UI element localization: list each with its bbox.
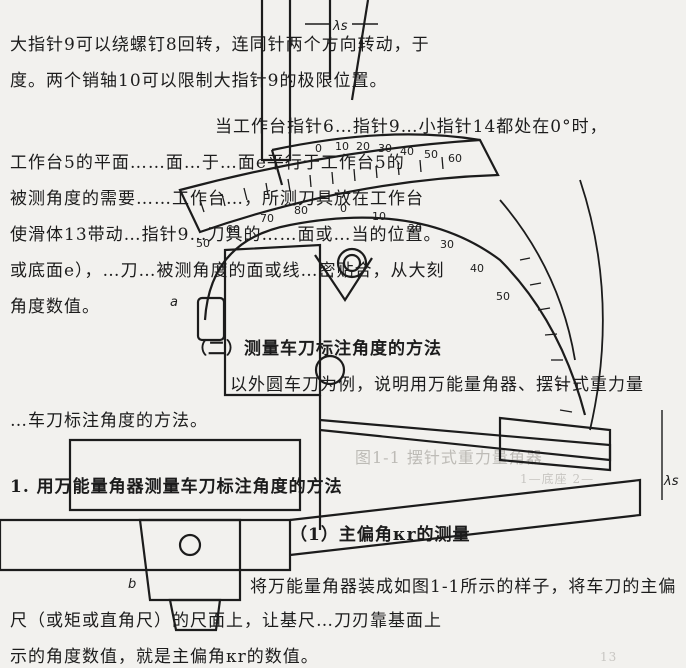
inner-scale-end (270, 149, 284, 186)
slider-block (138, 518, 242, 602)
svg-text:a: a (170, 295, 178, 310)
vertical-ruler (260, 0, 292, 162)
section-heading: （二）测量车刀标注角度的方法 (190, 339, 442, 359)
right-inner-arc (499, 199, 576, 361)
sector-outer-edge (203, 216, 587, 416)
text-line-3: 当工作台指针6…指针9…小指针14都处在0°时， (215, 117, 608, 137)
text-line-2: 度。两个销轴10可以限制大指针9的极限位置。 (10, 71, 388, 91)
cutting-tool (498, 416, 612, 472)
text-line-11: …车刀标注角度的方法。 (10, 411, 208, 431)
bleed-caption: 图1-1 摆针式重力量角器 (355, 448, 543, 467)
text-line-7: 或底面e），…刀…被测角度的面或线…密贴合，从大刻 (10, 261, 445, 281)
bleed-page-number: 13 (600, 650, 618, 664)
text-line-16: 示的角度数值，就是主偏角κr的数值。 (10, 647, 319, 667)
svg-text:50: 50 (424, 148, 438, 161)
pointer-v (314, 254, 373, 303)
scale-ticks (199, 156, 573, 413)
top-guide-line-right (350, 0, 370, 101)
top-knob-outer (336, 247, 368, 279)
svg-text:40: 40 (470, 262, 484, 275)
text-line-8: 角度数值。 (10, 297, 100, 317)
column-plate (68, 438, 302, 512)
base-right-plate (289, 478, 642, 557)
svg-text:30: 30 (440, 238, 454, 251)
text-line-1: 大指针9可以绕螺钉8回转，连同针两个方向转动，于 (10, 35, 430, 55)
svg-text:λs: λs (663, 474, 679, 489)
right-scale-arc (579, 179, 604, 431)
svg-text:50: 50 (196, 237, 210, 250)
svg-text:60: 60 (448, 152, 462, 165)
text-line-14: 将万能量角器装成如图1-1所示的样子，将车刀的主偏 (250, 577, 677, 597)
pivot-screw (314, 354, 346, 386)
svg-text:70: 70 (260, 212, 274, 225)
figure-labels: λs λs b a (128, 19, 679, 592)
svg-text:20: 20 (356, 140, 370, 153)
pivot-block (223, 243, 322, 397)
subheading-1: 1. 用万能量角器测量车刀标注角度的方法 (10, 477, 343, 497)
bleed-legend: 1—底座 2— (520, 472, 595, 486)
top-knob-inner (342, 253, 362, 273)
svg-text:10: 10 (372, 210, 386, 223)
svg-text:0: 0 (340, 202, 347, 215)
svg-text:10: 10 (335, 140, 349, 153)
text-line-10: 以外圆车刀为例，说明用万能量角器、摆针式重力量 (230, 375, 644, 395)
svg-text:30: 30 (378, 142, 392, 155)
text-line-5: 被测角度的需要……工作台…，所测刀具放在工作台 (10, 189, 424, 209)
inner-scale-arc (271, 133, 481, 152)
slider-screw (178, 533, 202, 557)
svg-text:20: 20 (408, 222, 422, 235)
slider-knob (168, 598, 222, 632)
text-line-15: 尺（或矩或直角尺）的尺面上，让基尺…刀刃靠基面上 (10, 611, 442, 631)
text-line-4: 工作台5的平面……面…于…面e平行于工作台5的 (10, 153, 405, 173)
scale-labels: 0 10 20 30 40 50 60 50 60 70 80 0 10 20 … (196, 140, 510, 303)
svg-text:80: 80 (294, 204, 308, 217)
text-line-6: 使滑体13带动…指针9…刀具的……面或…当的位置。 (10, 225, 442, 245)
svg-text:λs: λs (332, 19, 348, 34)
svg-text:b: b (128, 577, 136, 592)
svg-text:60: 60 (226, 223, 240, 236)
left-knob (196, 296, 226, 342)
svg-text:0: 0 (315, 142, 322, 155)
outer-scale-band (178, 138, 500, 234)
svg-text:40: 40 (400, 145, 414, 158)
svg-text:50: 50 (496, 290, 510, 303)
